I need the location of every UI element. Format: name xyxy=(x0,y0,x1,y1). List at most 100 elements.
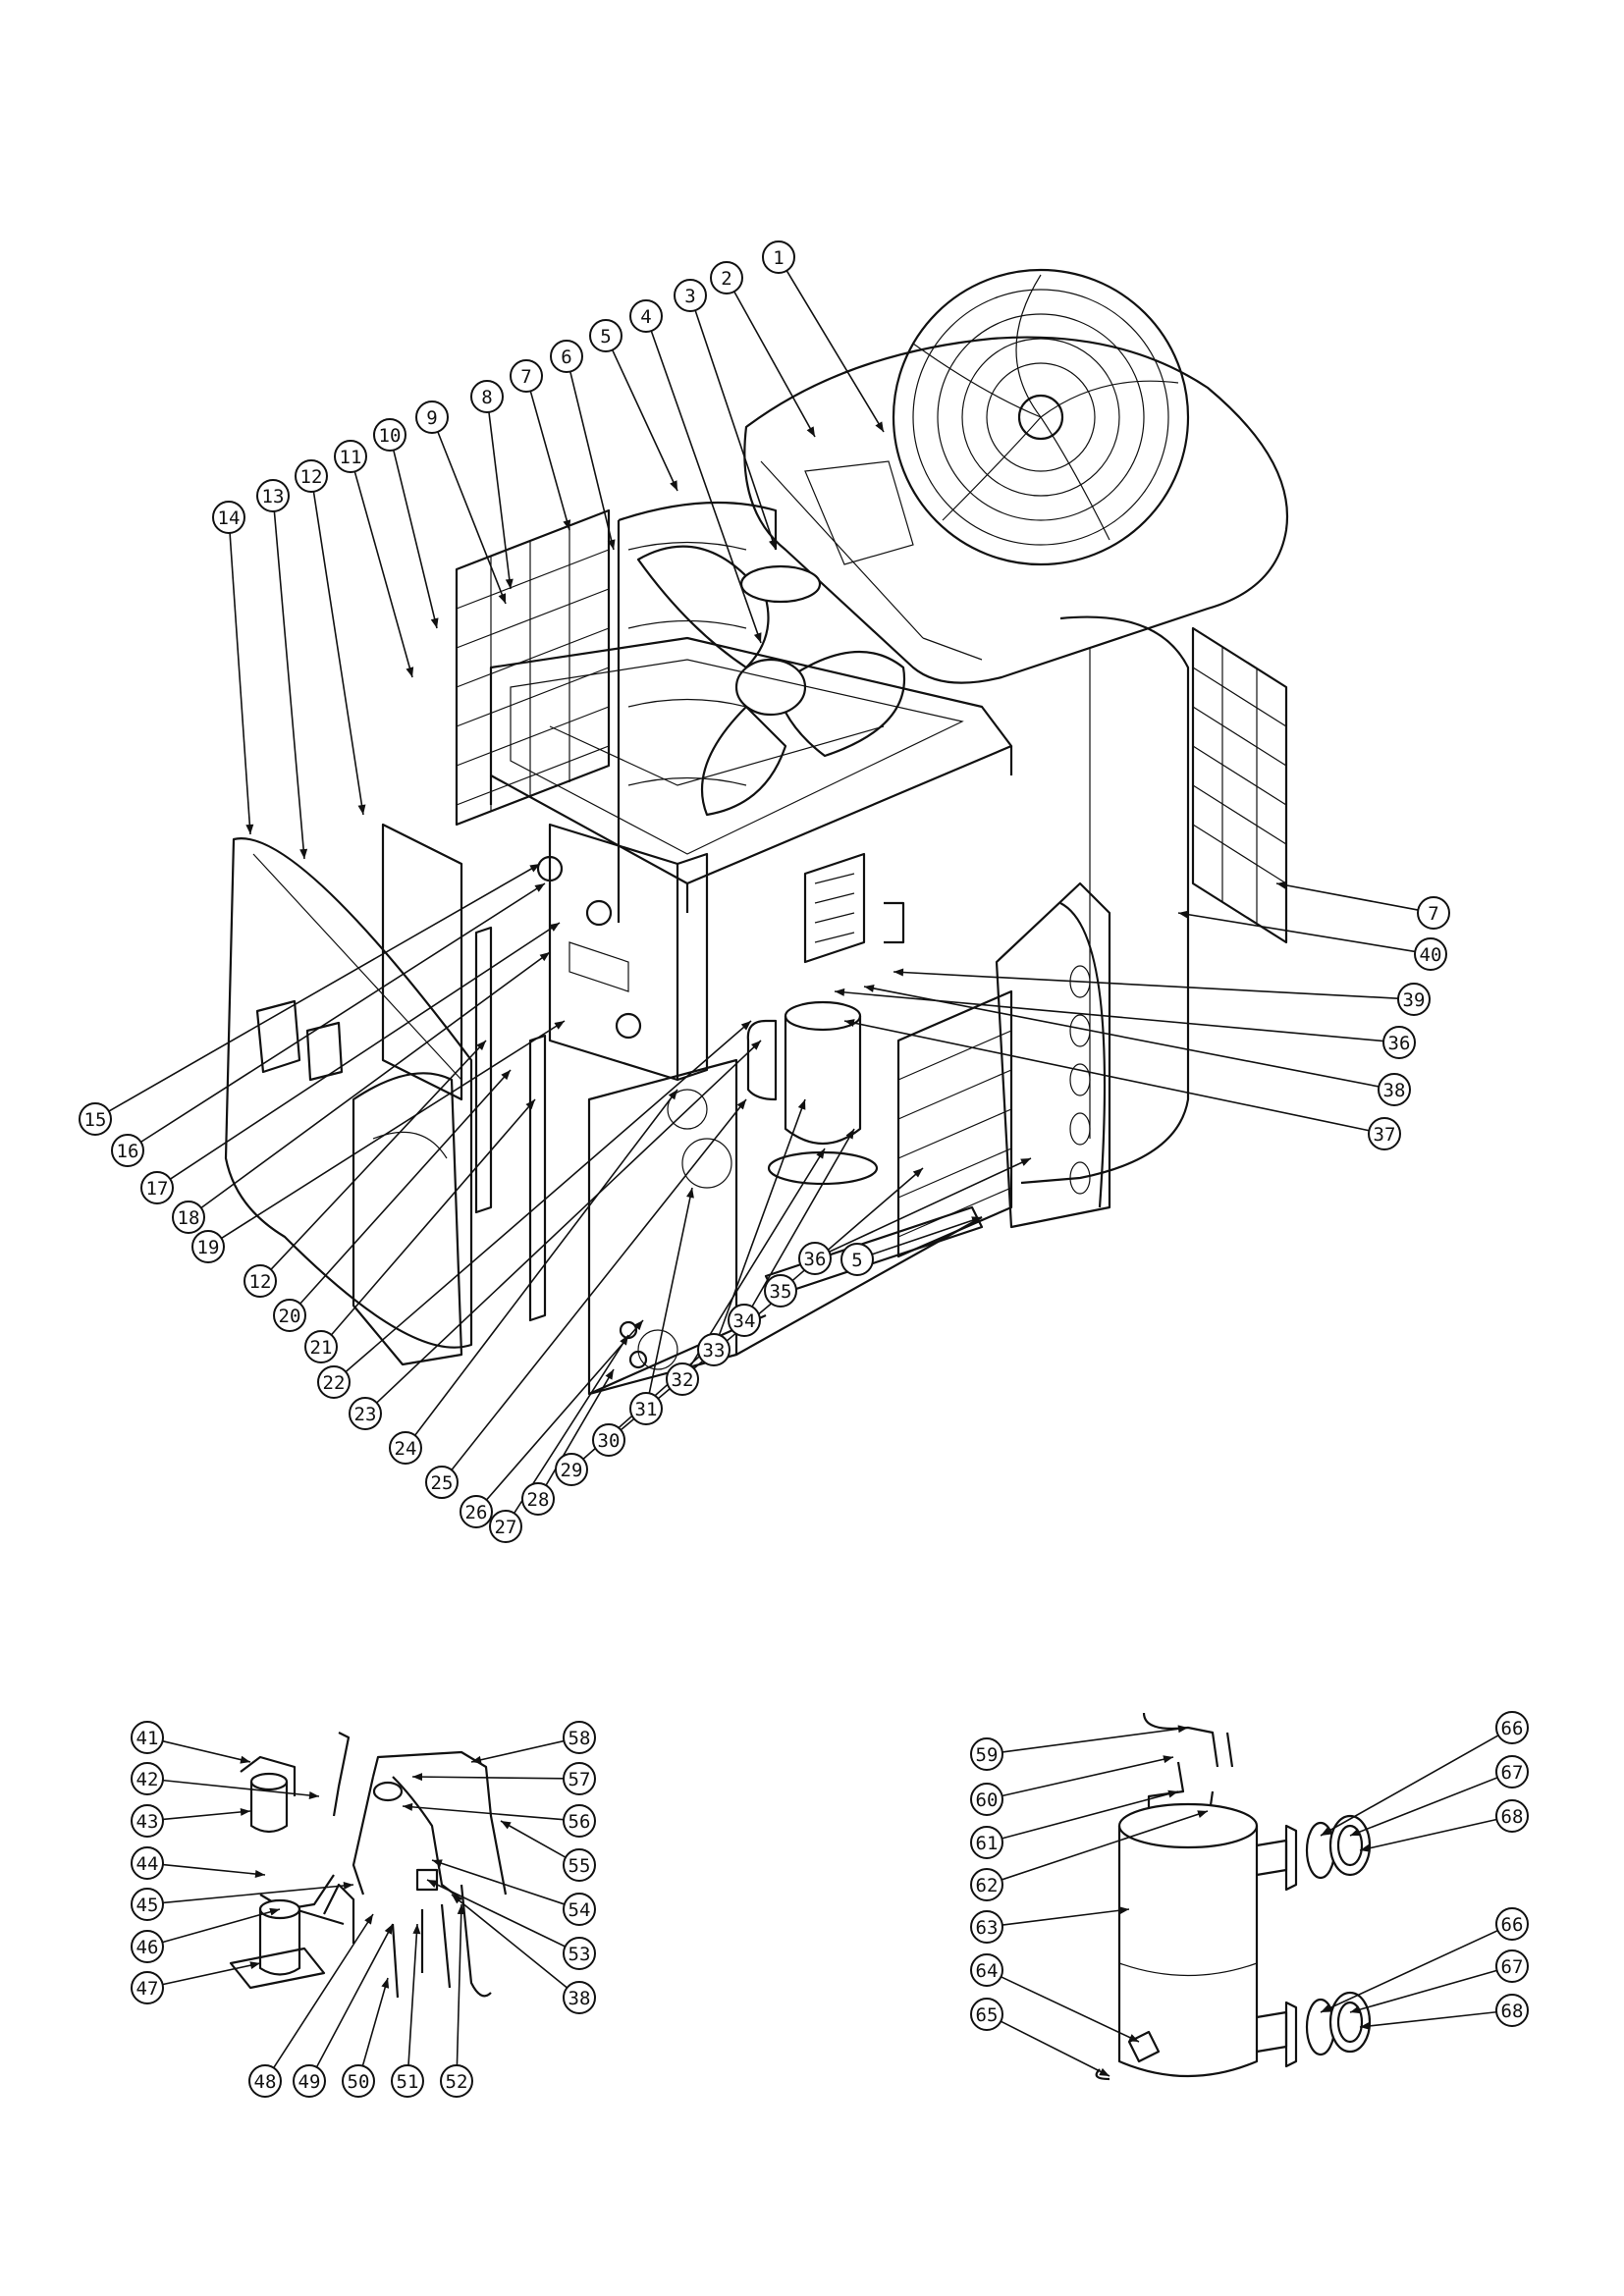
callout-25: 25 xyxy=(425,1466,459,1499)
callout-49: 49 xyxy=(293,2064,326,2098)
main-assembly-drawing xyxy=(224,268,1289,1396)
callout-balloon xyxy=(970,1953,1003,1987)
callout-number: 47 xyxy=(136,1978,159,2000)
leader-arrowhead xyxy=(1350,2005,1361,2014)
leader-arrowhead xyxy=(806,426,815,437)
callout-balloon xyxy=(592,1423,625,1457)
callout-52: 52 xyxy=(440,2064,473,2098)
callout-number: 46 xyxy=(136,1937,159,1958)
leader-line xyxy=(162,1739,251,1763)
callout-number: 65 xyxy=(976,2004,999,2026)
callout-20: 20 xyxy=(273,1299,306,1332)
callout-number: 8 xyxy=(481,387,492,408)
leader-arrowhead xyxy=(240,1755,250,1764)
callout-balloon xyxy=(317,1365,351,1399)
callout-35: 35 xyxy=(764,1274,797,1308)
callout-number: 66 xyxy=(1501,1914,1524,1936)
callout-number: 41 xyxy=(136,1728,159,1749)
fan-blade xyxy=(636,545,906,817)
callout-number: 2 xyxy=(721,268,731,290)
leader-line xyxy=(1177,912,1416,953)
callout-balloon xyxy=(1495,1711,1529,1744)
callout-5: 5 xyxy=(840,1243,874,1276)
callout-balloon xyxy=(697,1333,731,1366)
leader-line xyxy=(393,450,438,629)
leader-arrowhead xyxy=(269,1907,280,1916)
callout-number: 3 xyxy=(684,286,695,307)
leader-line xyxy=(270,1040,487,1270)
leader-line xyxy=(353,471,413,678)
callout-balloon xyxy=(1495,1949,1529,1983)
right-grille xyxy=(1191,626,1288,944)
leader-line xyxy=(834,990,1384,1042)
leader-arrowhead xyxy=(1350,1828,1361,1837)
leader-line xyxy=(500,1820,567,1858)
leader-line xyxy=(689,1148,826,1366)
leader-line xyxy=(162,1863,266,1876)
callout-balloon xyxy=(970,1826,1003,1859)
callout-23: 23 xyxy=(349,1397,382,1430)
callout-38: 38 xyxy=(1378,1073,1411,1106)
callout-number: 10 xyxy=(379,425,402,447)
callout-number: 22 xyxy=(323,1372,346,1394)
leader-arrowhead xyxy=(457,1904,465,1915)
callout-balloon xyxy=(131,1804,164,1838)
callout-55: 55 xyxy=(563,1848,596,1882)
leader-line xyxy=(1359,2010,1497,2028)
callout-balloon xyxy=(140,1171,174,1204)
leader-arrowhead xyxy=(554,1021,565,1030)
callout-47: 47 xyxy=(131,1971,164,2004)
leader-arrowhead xyxy=(1167,1789,1178,1798)
callout-number: 9 xyxy=(426,407,437,429)
callout-number: 42 xyxy=(136,1769,159,1790)
leader-arrowhead xyxy=(668,1090,677,1100)
callout-balloon xyxy=(728,1304,761,1337)
callout-7: 7 xyxy=(1417,896,1450,930)
callout-46: 46 xyxy=(131,1930,164,1963)
callout-number: 7 xyxy=(1428,903,1438,925)
callout-number: 19 xyxy=(197,1237,220,1258)
callout-balloon xyxy=(131,1846,164,1880)
leader-arrowhead xyxy=(563,519,571,530)
callout-number: 58 xyxy=(568,1728,591,1749)
callout-balloon xyxy=(131,1721,164,1754)
callout-number: 57 xyxy=(568,1769,591,1790)
callout-4: 4 xyxy=(629,299,663,333)
callout-54: 54 xyxy=(563,1893,596,1926)
callout-balloon xyxy=(629,1392,663,1425)
callout-balloon xyxy=(563,1721,596,1754)
callout-43: 43 xyxy=(131,1804,164,1838)
callout-number: 34 xyxy=(733,1310,756,1332)
leader-arrowhead xyxy=(1118,1906,1129,1915)
leader-line xyxy=(694,309,777,551)
callout-67: 67 xyxy=(1495,1949,1529,1983)
leader-line xyxy=(893,971,1399,999)
callout-57: 57 xyxy=(563,1762,596,1795)
callout-9: 9 xyxy=(415,400,449,434)
callout-66: 66 xyxy=(1495,1907,1529,1941)
callout-number: 40 xyxy=(1420,944,1442,966)
callout-balloon xyxy=(440,2064,473,2098)
leader-arrowhead xyxy=(534,883,545,892)
callout-number: 43 xyxy=(136,1811,159,1833)
leader-line xyxy=(345,1020,752,1373)
callout-number: 12 xyxy=(249,1271,272,1293)
callout-21: 21 xyxy=(304,1330,338,1363)
leader-line xyxy=(1001,1810,1209,1881)
leader-line xyxy=(140,882,546,1144)
callout-number: 51 xyxy=(397,2071,419,2093)
callout-balloon xyxy=(666,1362,699,1396)
left-access-panel xyxy=(352,1072,463,1366)
callout-15: 15 xyxy=(79,1102,112,1136)
callout-number: 15 xyxy=(84,1109,107,1131)
callout-number: 53 xyxy=(568,1944,591,1965)
callout-26: 26 xyxy=(460,1495,493,1528)
leader-line xyxy=(611,349,678,492)
leader-line xyxy=(162,1779,320,1797)
callout-number: 67 xyxy=(1501,1762,1524,1784)
callout-number: 55 xyxy=(568,1855,591,1877)
callout-28: 28 xyxy=(521,1482,555,1516)
callout-12: 12 xyxy=(295,459,328,493)
callout-58: 58 xyxy=(563,1721,596,1754)
